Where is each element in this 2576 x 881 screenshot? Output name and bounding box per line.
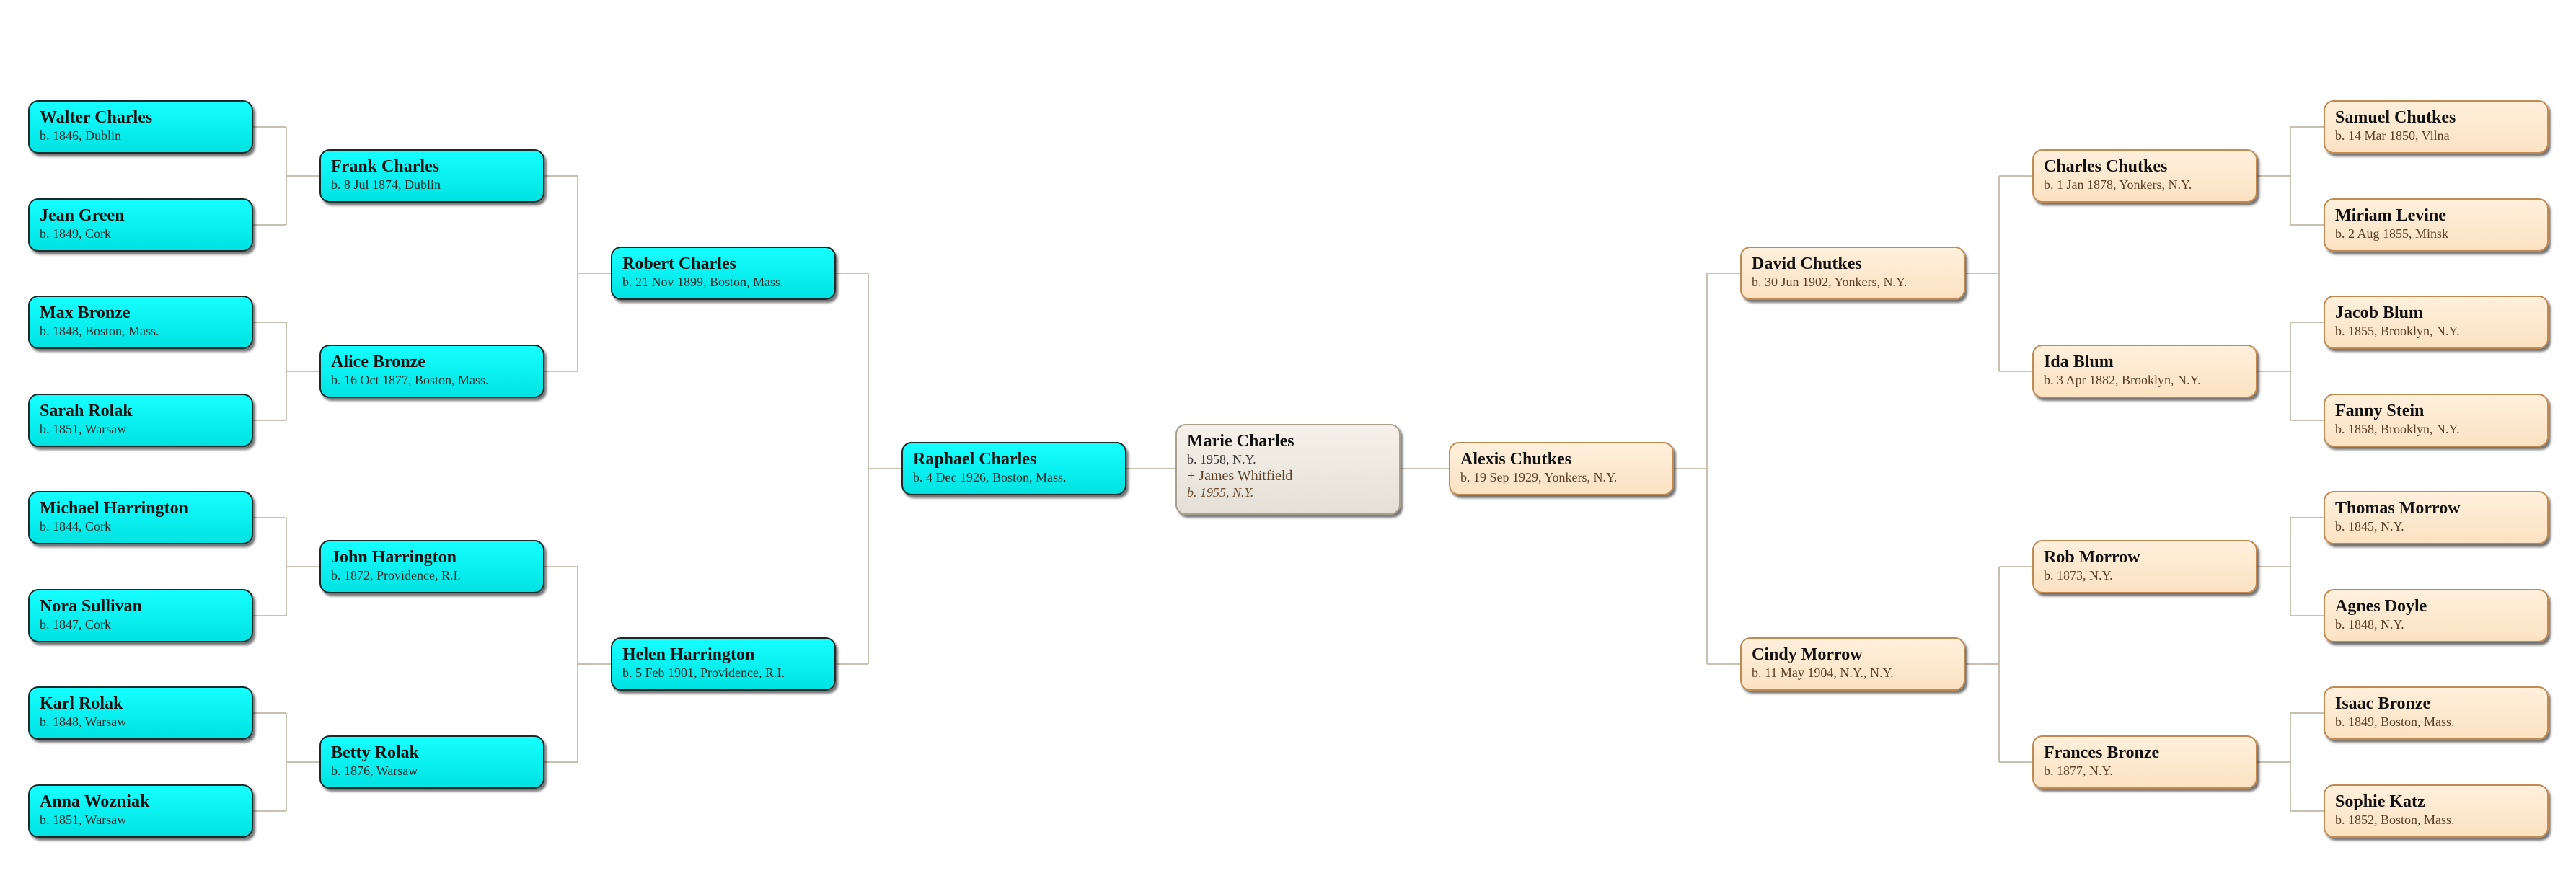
person-birth: b. 1849, Boston, Mass. <box>2335 714 2455 729</box>
person-birth: b. 4 Dec 1926, Boston, Mass. <box>913 469 1067 484</box>
person-birth: b. 16 Oct 1877, Boston, Mass. <box>331 372 489 387</box>
person-name: Rob Morrow <box>2044 548 2140 567</box>
great-grandparent-card[interactable]: Ida Blum b. 3 Apr 1882, Brooklyn, N.Y. <box>2032 345 2257 398</box>
person-name: Jacob Blum <box>2335 304 2424 322</box>
person-name: Jean Green <box>40 206 125 225</box>
person-name: Marie Charles <box>1187 432 1294 451</box>
person-birth: b. 1848, N.Y. <box>2335 616 2404 632</box>
gg-grandparent-card[interactable]: Walter Charles b. 1846, Dublin <box>28 100 253 154</box>
person-name: David Chutkes <box>1752 254 1862 273</box>
person-birth: b. 1848, Warsaw <box>40 714 127 729</box>
person-birth: b. 1876, Warsaw <box>331 763 418 778</box>
gg-grandparent-card[interactable]: Anna Wozniak b. 1851, Warsaw <box>28 784 253 838</box>
person-name: Alexis Chutkes <box>1460 450 1572 469</box>
person-birth: b. 1872, Providence, R.I. <box>331 567 461 583</box>
father-card[interactable]: Raphael Charles b. 4 Dec 1926, Boston, M… <box>901 442 1126 495</box>
person-birth: b. 1845, N.Y. <box>2335 518 2404 534</box>
spouse-birth: b. 1955, N.Y. <box>1187 485 1254 500</box>
person-name: Frances Bronze <box>2044 743 2160 762</box>
gg-grandparent-card[interactable]: Agnes Doyle b. 1848, N.Y. <box>2324 589 2549 642</box>
gg-grandparent-card[interactable]: Nora Sullivan b. 1847, Cork <box>28 589 253 642</box>
great-grandparent-card[interactable]: Rob Morrow b. 1873, N.Y. <box>2032 540 2257 593</box>
person-name: Anna Wozniak <box>40 792 150 811</box>
person-birth: b. 1855, Brooklyn, N.Y. <box>2335 323 2460 338</box>
gg-grandparent-card[interactable]: Jean Green b. 1849, Cork <box>28 198 253 252</box>
mother-card[interactable]: Alexis Chutkes b. 19 Sep 1929, Yonkers, … <box>1449 442 1674 495</box>
person-name: Karl Rolak <box>40 694 123 713</box>
great-grandparent-card[interactable]: Frank Charles b. 8 Jul 1874, Dublin <box>319 149 544 203</box>
person-name: Nora Sullivan <box>40 597 143 616</box>
grandparent-card[interactable]: Robert Charles b. 21 Nov 1899, Boston, M… <box>611 247 836 300</box>
grandparent-card[interactable]: Helen Harrington b. 5 Feb 1901, Providen… <box>611 637 836 691</box>
gg-grandparent-card[interactable]: Max Bronze b. 1848, Boston, Mass. <box>28 296 253 349</box>
person-birth: b. 1849, Cork <box>40 226 111 241</box>
person-birth: b. 1877, N.Y. <box>2044 763 2113 778</box>
person-name: Fanny Stein <box>2335 402 2425 420</box>
person-name: Betty Rolak <box>331 743 419 762</box>
person-name: Cindy Morrow <box>1752 645 1863 664</box>
person-birth: b. 1847, Cork <box>40 616 111 632</box>
great-grandparent-card[interactable]: Frances Bronze b. 1877, N.Y. <box>2032 735 2257 789</box>
gg-grandparent-card[interactable]: Karl Rolak b. 1848, Warsaw <box>28 686 253 740</box>
person-birth: b. 1851, Warsaw <box>40 421 127 436</box>
person-name: John Harrington <box>331 548 457 567</box>
grandparent-card[interactable]: David Chutkes b. 30 Jun 1902, Yonkers, N… <box>1740 247 1965 300</box>
root-person-card[interactable]: Marie Charles b. 1958, N.Y. + James Whit… <box>1175 424 1401 515</box>
person-birth: b. 1844, Cork <box>40 518 111 534</box>
person-birth: b. 11 May 1904, N.Y., N.Y. <box>1752 665 1894 680</box>
person-birth: b. 1852, Boston, Mass. <box>2335 812 2455 827</box>
person-birth: b. 8 Jul 1874, Dublin <box>331 177 441 192</box>
person-name: Agnes Doyle <box>2335 597 2427 616</box>
person-name: Michael Harrington <box>40 499 188 518</box>
person-birth: b. 19 Sep 1929, Yonkers, N.Y. <box>1460 469 1618 484</box>
person-birth: b. 14 Mar 1850, Vilna <box>2335 128 2450 143</box>
gg-grandparent-card[interactable]: Samuel Chutkes b. 14 Mar 1850, Vilna <box>2324 100 2549 154</box>
person-name: Robert Charles <box>622 254 736 273</box>
person-birth: b. 2 Aug 1855, Minsk <box>2335 226 2449 241</box>
gg-grandparent-card[interactable]: Michael Harrington b. 1844, Cork <box>28 491 253 544</box>
person-birth: b. 1 Jan 1878, Yonkers, N.Y. <box>2044 177 2192 192</box>
great-grandparent-card[interactable]: Charles Chutkes b. 1 Jan 1878, Yonkers, … <box>2032 149 2257 203</box>
person-name: Ida Blum <box>2044 353 2114 371</box>
person-name: Walter Charles <box>40 108 153 127</box>
person-birth: b. 5 Feb 1901, Providence, R.I. <box>622 665 785 680</box>
person-name: Frank Charles <box>331 157 439 176</box>
person-name: Sophie Katz <box>2335 792 2425 811</box>
person-name: Max Bronze <box>40 304 131 322</box>
person-birth: b. 1873, N.Y. <box>2044 567 2113 583</box>
spouse-name: + James Whitfield <box>1187 468 1293 484</box>
person-name: Helen Harrington <box>622 645 755 664</box>
person-name: Raphael Charles <box>913 450 1037 469</box>
person-birth: b. 1851, Warsaw <box>40 812 127 827</box>
person-name: Samuel Chutkes <box>2335 108 2456 127</box>
person-birth: b. 21 Nov 1899, Boston, Mass. <box>622 274 784 289</box>
great-grandparent-card[interactable]: John Harrington b. 1872, Providence, R.I… <box>319 540 544 593</box>
gg-grandparent-card[interactable]: Isaac Bronze b. 1849, Boston, Mass. <box>2324 686 2549 740</box>
person-name: Miriam Levine <box>2335 206 2446 225</box>
gg-grandparent-card[interactable]: Sophie Katz b. 1852, Boston, Mass. <box>2324 784 2549 838</box>
person-birth: b. 1848, Boston, Mass. <box>40 323 159 338</box>
person-name: Isaac Bronze <box>2335 694 2431 713</box>
gg-grandparent-card[interactable]: Thomas Morrow b. 1845, N.Y. <box>2324 491 2549 544</box>
person-birth: b. 1958, N.Y. <box>1187 451 1256 466</box>
gg-grandparent-card[interactable]: Miriam Levine b. 2 Aug 1855, Minsk <box>2324 198 2549 252</box>
person-name: Charles Chutkes <box>2044 157 2168 176</box>
person-birth: b. 1858, Brooklyn, N.Y. <box>2335 421 2460 436</box>
person-birth: b. 1846, Dublin <box>40 128 122 143</box>
gg-grandparent-card[interactable]: Sarah Rolak b. 1851, Warsaw <box>28 394 253 447</box>
great-grandparent-card[interactable]: Betty Rolak b. 1876, Warsaw <box>319 735 544 789</box>
great-grandparent-card[interactable]: Alice Bronze b. 16 Oct 1877, Boston, Mas… <box>319 345 544 398</box>
person-name: Sarah Rolak <box>40 402 133 420</box>
person-birth: b. 3 Apr 1882, Brooklyn, N.Y. <box>2044 372 2201 387</box>
person-name: Alice Bronze <box>331 353 425 371</box>
person-name: Thomas Morrow <box>2335 499 2461 518</box>
gg-grandparent-card[interactable]: Fanny Stein b. 1858, Brooklyn, N.Y. <box>2324 394 2549 447</box>
person-birth: b. 30 Jun 1902, Yonkers, N.Y. <box>1752 274 1907 289</box>
gg-grandparent-card[interactable]: Jacob Blum b. 1855, Brooklyn, N.Y. <box>2324 296 2549 349</box>
grandparent-card[interactable]: Cindy Morrow b. 11 May 1904, N.Y., N.Y. <box>1740 637 1965 691</box>
